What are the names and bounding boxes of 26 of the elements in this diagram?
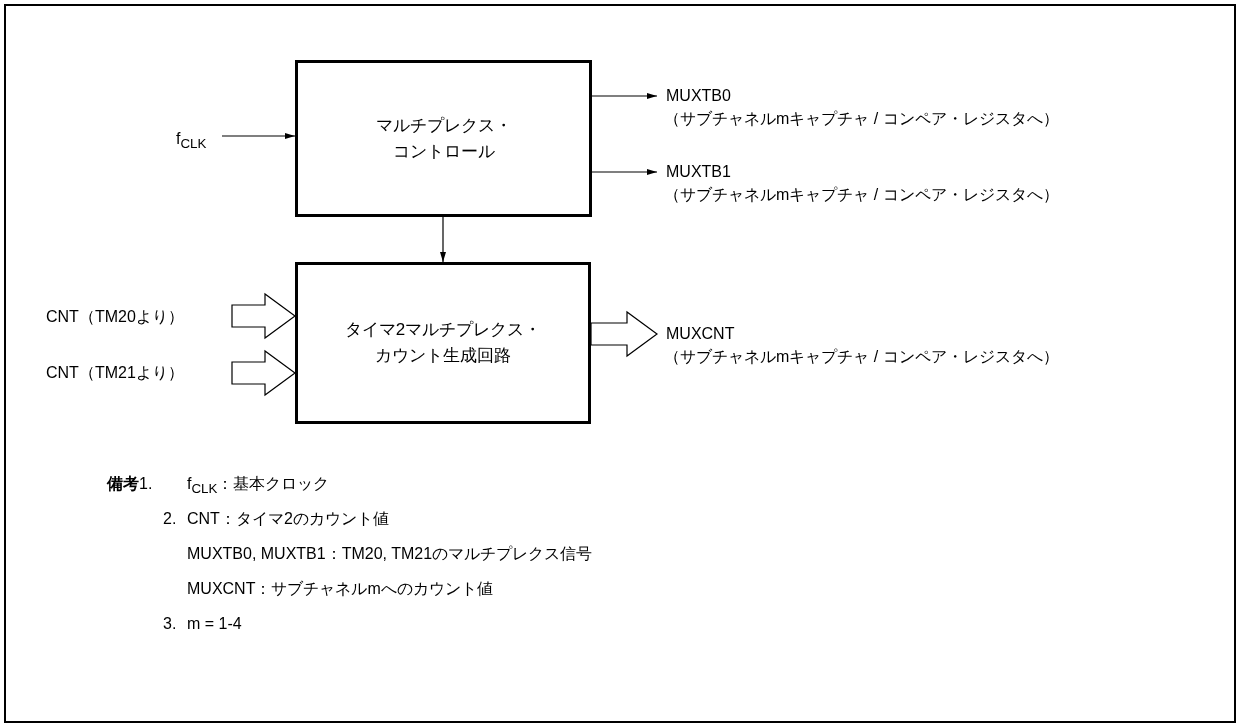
block-arrow xyxy=(231,292,296,340)
destination-note: （サブチャネルmキャプチャ / コンペア・レジスタへ） xyxy=(664,185,1059,205)
signal-label: CNT（TM21より） xyxy=(46,362,184,384)
block-arrow xyxy=(231,349,296,397)
signal-label: CNT（TM20より） xyxy=(46,306,184,328)
note-number: 2. xyxy=(163,509,177,529)
destination-note: （サブチャネルmキャプチャ / コンペア・レジスタへ） xyxy=(664,347,1059,367)
block-box: タイマ2マルチプレクス・カウント生成回路 xyxy=(295,262,591,424)
note-text: MUXCNT：サブチャネルmへのカウント値 xyxy=(187,579,493,599)
block-arrow xyxy=(590,310,658,358)
note-text: f$_{CLK}$：基本クロック xyxy=(187,474,330,499)
signal-label: MUXTB0 xyxy=(666,86,731,106)
arrow xyxy=(591,93,658,99)
note-number: 備考1. xyxy=(107,474,153,494)
arrow xyxy=(221,133,296,139)
signal-label: MUXTB1 xyxy=(666,162,731,182)
arrow xyxy=(591,169,658,175)
note-number: 3. xyxy=(163,614,177,634)
note-text: MUXTB0, MUXTB1：TM20, TM21のマルチプレクス信号 xyxy=(187,544,593,564)
block-box: マルチプレクス・コントロール xyxy=(295,60,592,217)
signal-label: f$_{CLK}$ xyxy=(176,128,207,150)
destination-note: （サブチャネルmキャプチャ / コンペア・レジスタへ） xyxy=(664,109,1059,129)
note-text: CNT：タイマ2のカウント値 xyxy=(187,509,389,529)
note-text: m = 1-4 xyxy=(187,614,242,634)
arrow xyxy=(440,216,446,263)
signal-label: MUXCNT xyxy=(666,324,735,344)
